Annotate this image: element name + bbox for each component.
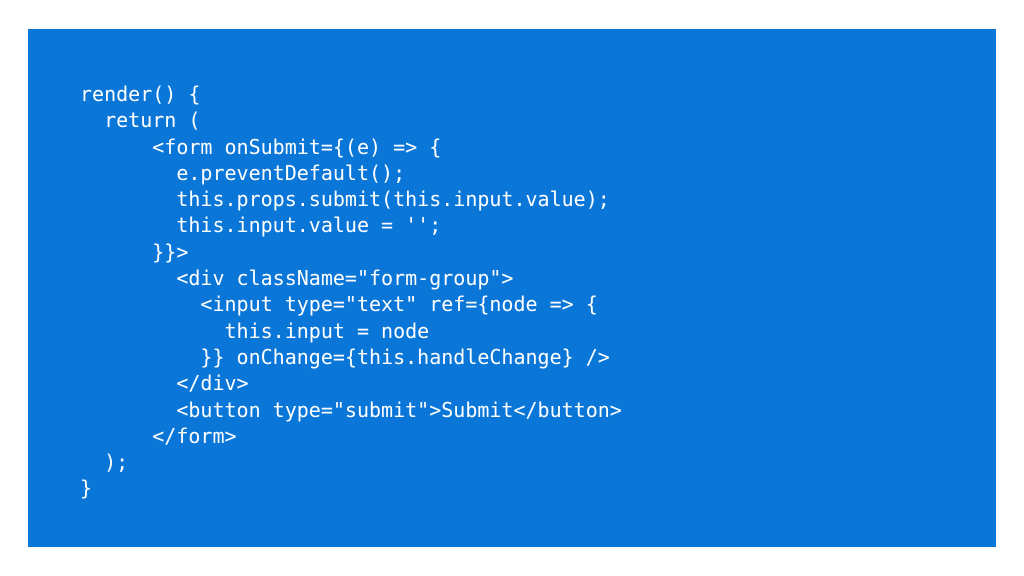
code-line: e.preventDefault(); [80, 160, 406, 185]
code-line: </div> [80, 371, 249, 396]
code-line: return ( [80, 108, 201, 133]
code-line: ); [80, 450, 129, 475]
code-line: this.props.submit(this.input.value); [80, 187, 610, 212]
code-line: </form> [80, 423, 237, 448]
code-line: <div className="form-group"> [80, 266, 514, 291]
code-line: } [80, 476, 93, 501]
code-line: }}> [80, 239, 189, 264]
code-line: }} onChange={this.handleChange} /> [80, 344, 610, 369]
code-panel: render() { return ( <form onSubmit={(e) … [28, 29, 996, 547]
code-line: this.input.value = ''; [80, 213, 442, 238]
code-line: <form onSubmit={(e) => { [80, 134, 442, 159]
code-line: <button type="submit">Submit</button> [80, 397, 622, 422]
code-line: <input type="text" ref={node => { [80, 292, 598, 317]
code-line: render() { [80, 82, 201, 106]
code-line: this.input = node [80, 318, 430, 343]
